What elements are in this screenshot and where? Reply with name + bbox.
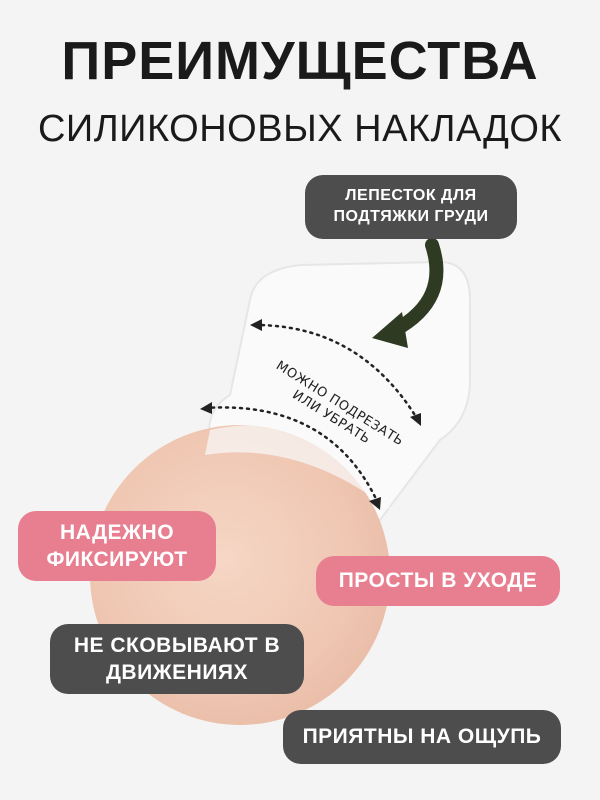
benefit-secure-fix: НАДЕЖНО ФИКСИРУЮТ (18, 511, 216, 581)
upper-dotted-arrow (253, 323, 420, 422)
lower-arrow-head-start (200, 402, 212, 414)
petal-callout: ЛЕПЕСТОК ДЛЯ ПОДТЯЖКИ ГРУДИ (305, 175, 517, 239)
petal-overlap (205, 425, 390, 510)
benefit-pleasant-touch: ПРИЯТНЫ НА ОЩУПЬ (283, 710, 561, 764)
benefit-free-movement: НЕ СКОВЫВАЮТ В ДВИЖЕНИЯХ (50, 624, 304, 694)
page-subtitle: СИЛИКОНОВЫХ НАКЛАДОК (37, 108, 563, 150)
page-title: ПРЕИМУЩЕСТВА (61, 31, 539, 91)
curved-arrow-icon (388, 238, 444, 337)
upper-arrow-head-end (410, 413, 421, 426)
upper-arrow-head-start (250, 319, 262, 331)
curved-arrow-head (372, 312, 408, 348)
lower-arrow-head-end (369, 497, 381, 510)
lower-dotted-arrow (203, 406, 380, 505)
benefit-easy-care: ПРОСТЫ В УХОДЕ (316, 556, 560, 606)
